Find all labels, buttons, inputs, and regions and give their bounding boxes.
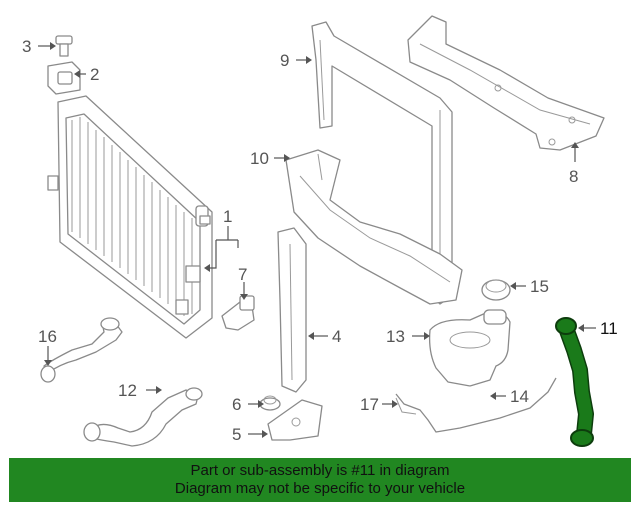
vent-line[interactable] (395, 377, 557, 433)
notice-banner: Part or sub-assembly is #11 in diagram D… (9, 458, 631, 502)
callout-17: 17 (360, 395, 379, 414)
callout-5: 5 (232, 425, 241, 444)
air-duct[interactable] (285, 149, 463, 305)
callout-4: 4 (332, 327, 341, 346)
callout-7: 7 (238, 265, 247, 284)
highlighted-coolant-hose[interactable] (555, 317, 594, 447)
upper-radiator-hose[interactable] (83, 387, 203, 447)
callout-3: 3 (22, 37, 31, 56)
lower-radiator-hose[interactable] (40, 317, 123, 383)
callout-8: 8 (569, 167, 578, 186)
expansion-tank[interactable] (428, 309, 511, 387)
callout-1: 1 (223, 207, 232, 226)
callout-10: 10 (250, 149, 269, 168)
drain-plug[interactable] (55, 35, 73, 57)
mounting-bracket[interactable] (267, 399, 323, 441)
callout-14: 14 (510, 387, 529, 406)
radiator-bracket[interactable] (47, 61, 81, 95)
leader-lines (38, 42, 596, 438)
cross-member[interactable] (407, 15, 605, 151)
callout-9: 9 (280, 51, 289, 70)
callout-15: 15 (530, 277, 549, 296)
banner-line-1: Part or sub-assembly is #11 in diagram (190, 462, 450, 479)
side-seal[interactable] (277, 227, 307, 393)
rubber-grommet[interactable] (259, 395, 281, 411)
callout-6: 6 (232, 395, 241, 414)
callout-13: 13 (386, 327, 405, 346)
reservoir-cap[interactable] (481, 279, 511, 301)
callout-16: 16 (38, 327, 57, 346)
callout-12: 12 (118, 381, 137, 400)
banner-line-2: Diagram may not be specific to your vehi… (174, 480, 466, 497)
temperature-sensor[interactable] (221, 295, 255, 331)
callout-11: 11 (600, 319, 618, 338)
callout-2: 2 (90, 65, 99, 84)
radiator[interactable] (47, 95, 213, 339)
exploded-parts-diagram: 3 2 9 10 8 1 7 4 6 5 16 12 13 15 14 17 1… (22, 15, 618, 447)
